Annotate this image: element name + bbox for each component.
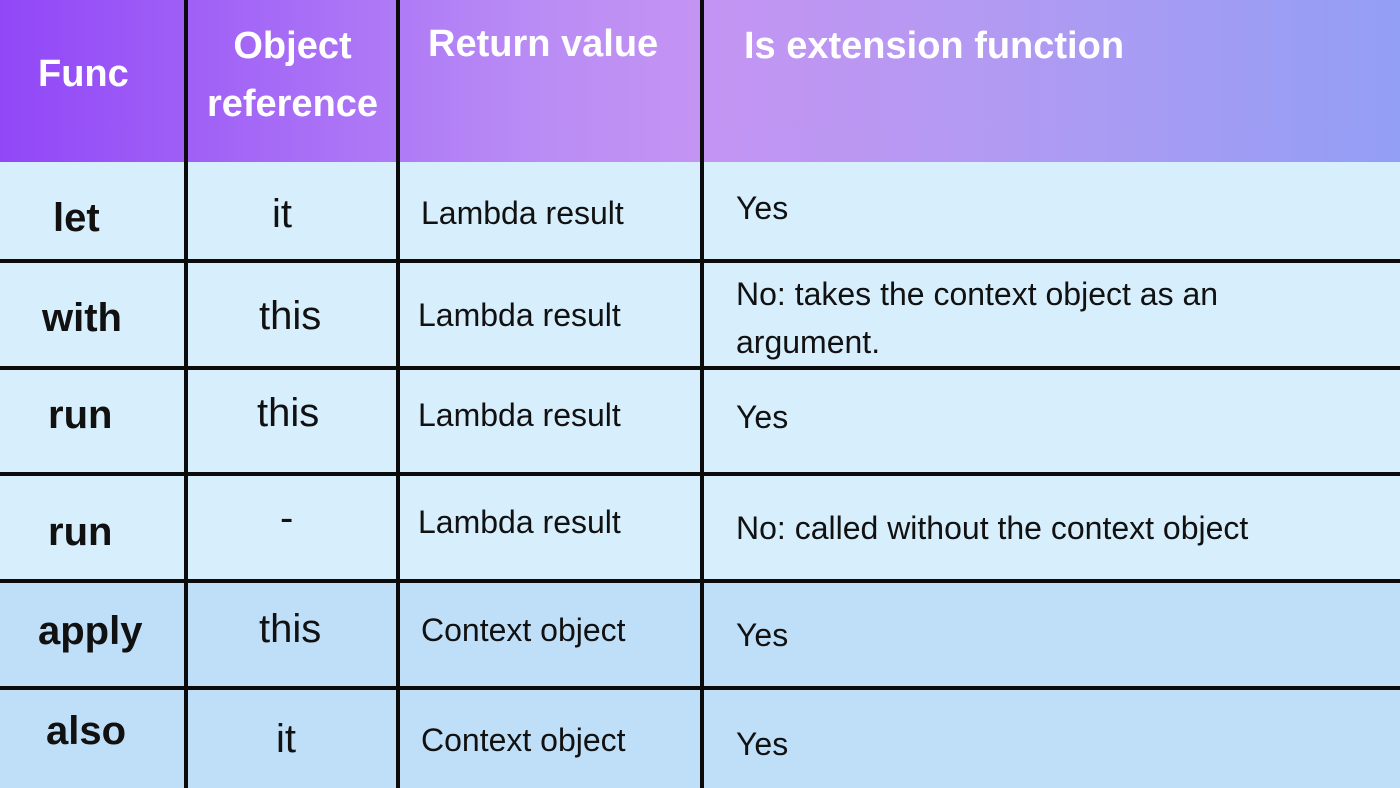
header-func: Func (38, 53, 129, 95)
cell-func: also (46, 709, 127, 753)
cell-object-reference: it (276, 717, 296, 761)
cell-is-extension: Yes (736, 190, 789, 226)
cell-func: run (48, 510, 113, 554)
cell-func: run (48, 393, 113, 437)
column-divider (184, 0, 188, 788)
cell-is-extension: Yes (736, 726, 789, 762)
cell-return-value: Context object (421, 722, 626, 758)
cell-is-extension: No: called without the context object (736, 510, 1249, 546)
column-divider (700, 0, 704, 788)
cell-func: with (42, 296, 122, 340)
header-object-reference-line-2: reference (206, 83, 379, 125)
cell-object-reference: - (280, 496, 294, 540)
cell-object-reference: this (259, 294, 322, 338)
cell-is-extension: Yes (736, 617, 789, 653)
cell-object-reference: it (272, 192, 292, 236)
cell-func: apply (38, 609, 143, 653)
cell-return-value: Lambda result (418, 297, 621, 333)
header-object-reference-line-1: Object (233, 25, 352, 67)
header-object-reference: Object reference (205, 17, 380, 133)
cell-func: let (53, 196, 100, 240)
cell-object-reference: this (257, 391, 320, 435)
column-divider (396, 0, 400, 788)
cell-return-value: Lambda result (418, 397, 621, 433)
header-return-value: Return value (428, 23, 659, 65)
header-is-extension-function: Is extension function (744, 25, 1125, 67)
cell-is-extension: Yes (736, 399, 789, 435)
cell-return-value: Lambda result (418, 504, 621, 540)
cell-object-reference: this (259, 607, 322, 651)
cell-return-value: Context object (421, 612, 626, 648)
cell-return-value: Lambda result (421, 195, 624, 231)
cell-is-extension: No: takes the context object as an argum… (736, 276, 1219, 360)
